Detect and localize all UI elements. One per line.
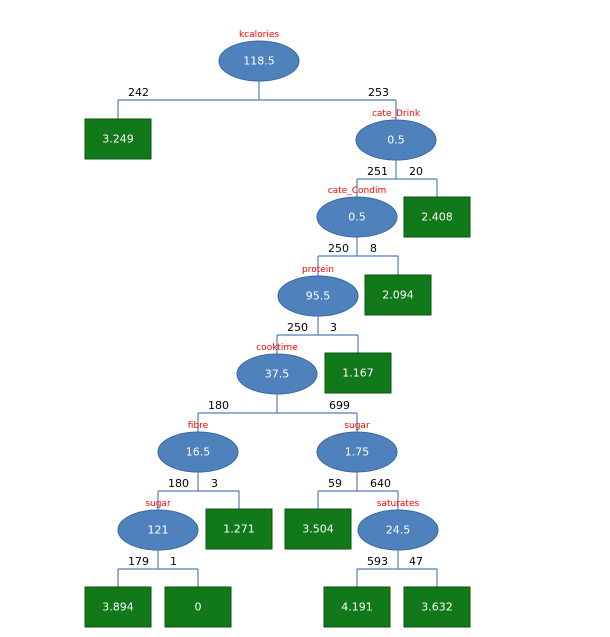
leaf-node-l9 [403,586,471,628]
leaf-node-l5 [284,508,352,550]
node-value-label: 37.5 [265,368,290,381]
decision-node-n1 [355,119,437,161]
decision-node-n0 [218,40,300,82]
split-feature-label: cate_Condim [328,186,387,196]
split-feature-label: fibre [188,421,209,431]
node-value-label: 3.632 [421,601,453,614]
leaf-node-l3 [324,352,392,394]
node-value-label: 0 [195,601,202,614]
decision-node-n6 [316,431,398,473]
node-value-label: 1.167 [342,367,374,380]
edge-count-label: 59 [328,477,342,490]
edge-count-label: 3 [330,321,337,334]
edge-count-label: 179 [128,555,149,568]
split-feature-label: saturates [377,499,420,509]
edge-count-label: 250 [328,242,349,255]
split-feature-label: kcalories [239,30,279,40]
node-value-label: 3.504 [302,523,334,536]
node-value-label: 118.5 [243,55,275,68]
decision-node-n3 [277,275,359,317]
edges-layer: 242 253 251 20 250 8 250 3 180 699 180 3 59 640 179 1 59… [117,81,438,587]
node-value-label: 2.094 [382,289,414,302]
decision-node-n8 [357,509,439,551]
split-feature-label: cooktime [256,343,298,353]
edge-count-label: 1 [170,555,177,568]
leaf-node-l0 [84,118,152,160]
edge-count-label: 3 [211,477,218,490]
decision-node-n7 [117,509,199,551]
leaf-node-l1 [403,196,471,238]
decision-node-n4 [236,353,318,395]
decision-node-n2 [316,196,398,238]
leaf-node-l6 [84,586,152,628]
edge-count-label: 640 [370,477,391,490]
node-value-label: 24.5 [386,524,411,537]
node-value-label: 4.191 [341,601,373,614]
node-value-label: 121 [148,524,169,537]
edge-count-label: 699 [329,399,350,412]
node-value-label: 3.249 [102,133,134,146]
node-value-label: 0.5 [348,211,366,224]
leaf-node-l2 [364,274,432,316]
split-feature-label: cate_Drink [372,109,421,119]
node-value-label: 0.5 [387,134,405,147]
leaf-node-l7 [164,586,232,628]
split-feature-label: sugar [145,499,171,509]
node-value-label: 1.271 [223,523,255,536]
edge-count-label: 253 [368,86,389,99]
edge-count-label: 251 [367,165,388,178]
leaf-node-l8 [323,586,391,628]
nodes-layer: kcalories 118.5 3.249 cate_Drink 0.5 cate_Con… [84,30,471,628]
leaf-node-l4 [205,508,273,550]
edge-count-label: 250 [287,321,308,334]
edge-count-label: 8 [370,242,377,255]
edge-count-label: 180 [168,477,189,490]
edge-count-label: 20 [409,165,423,178]
node-value-label: 2.408 [421,211,453,224]
node-value-label: 3.894 [102,601,134,614]
node-value-label: 1.75 [345,446,370,459]
node-value-label: 16.5 [186,446,211,459]
edge-count-label: 242 [128,86,149,99]
edge-count-label: 180 [208,399,229,412]
edge-count-label: 593 [367,555,388,568]
edge-count-label: 47 [409,555,423,568]
decision-node-n5 [157,431,239,473]
split-feature-label: sugar [344,421,370,431]
split-feature-label: protein [302,265,334,275]
node-value-label: 95.5 [306,290,331,303]
